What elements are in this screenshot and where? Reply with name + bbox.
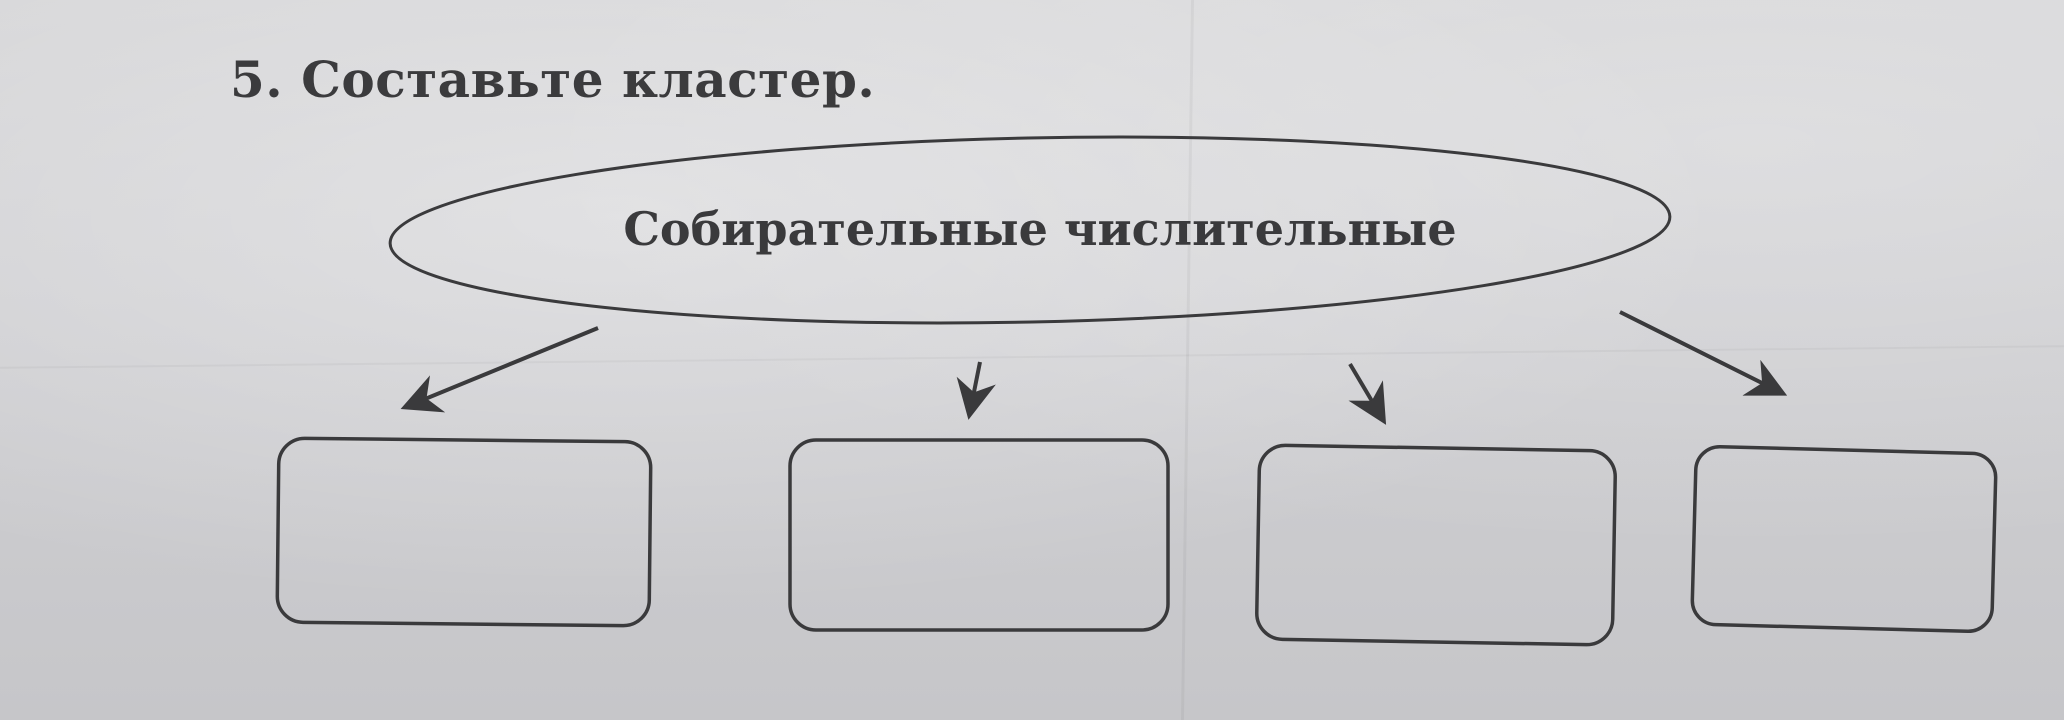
- arrow-to-box-2: [956, 361, 996, 420]
- arrow-to-box-1: [400, 326, 599, 413]
- arrow-to-box-4: [1619, 310, 1788, 396]
- answer-box-3[interactable]: [1255, 443, 1617, 647]
- answer-box-2[interactable]: [788, 438, 1170, 632]
- center-ellipse: [388, 135, 1672, 325]
- answer-box-4[interactable]: [1690, 444, 1998, 634]
- arrow-to-box-3: [1348, 362, 1387, 425]
- answer-box-1[interactable]: [275, 436, 653, 628]
- center-label: Собирательные числительные: [623, 202, 1456, 256]
- task-title: 5. Составьте кластер.: [230, 50, 876, 109]
